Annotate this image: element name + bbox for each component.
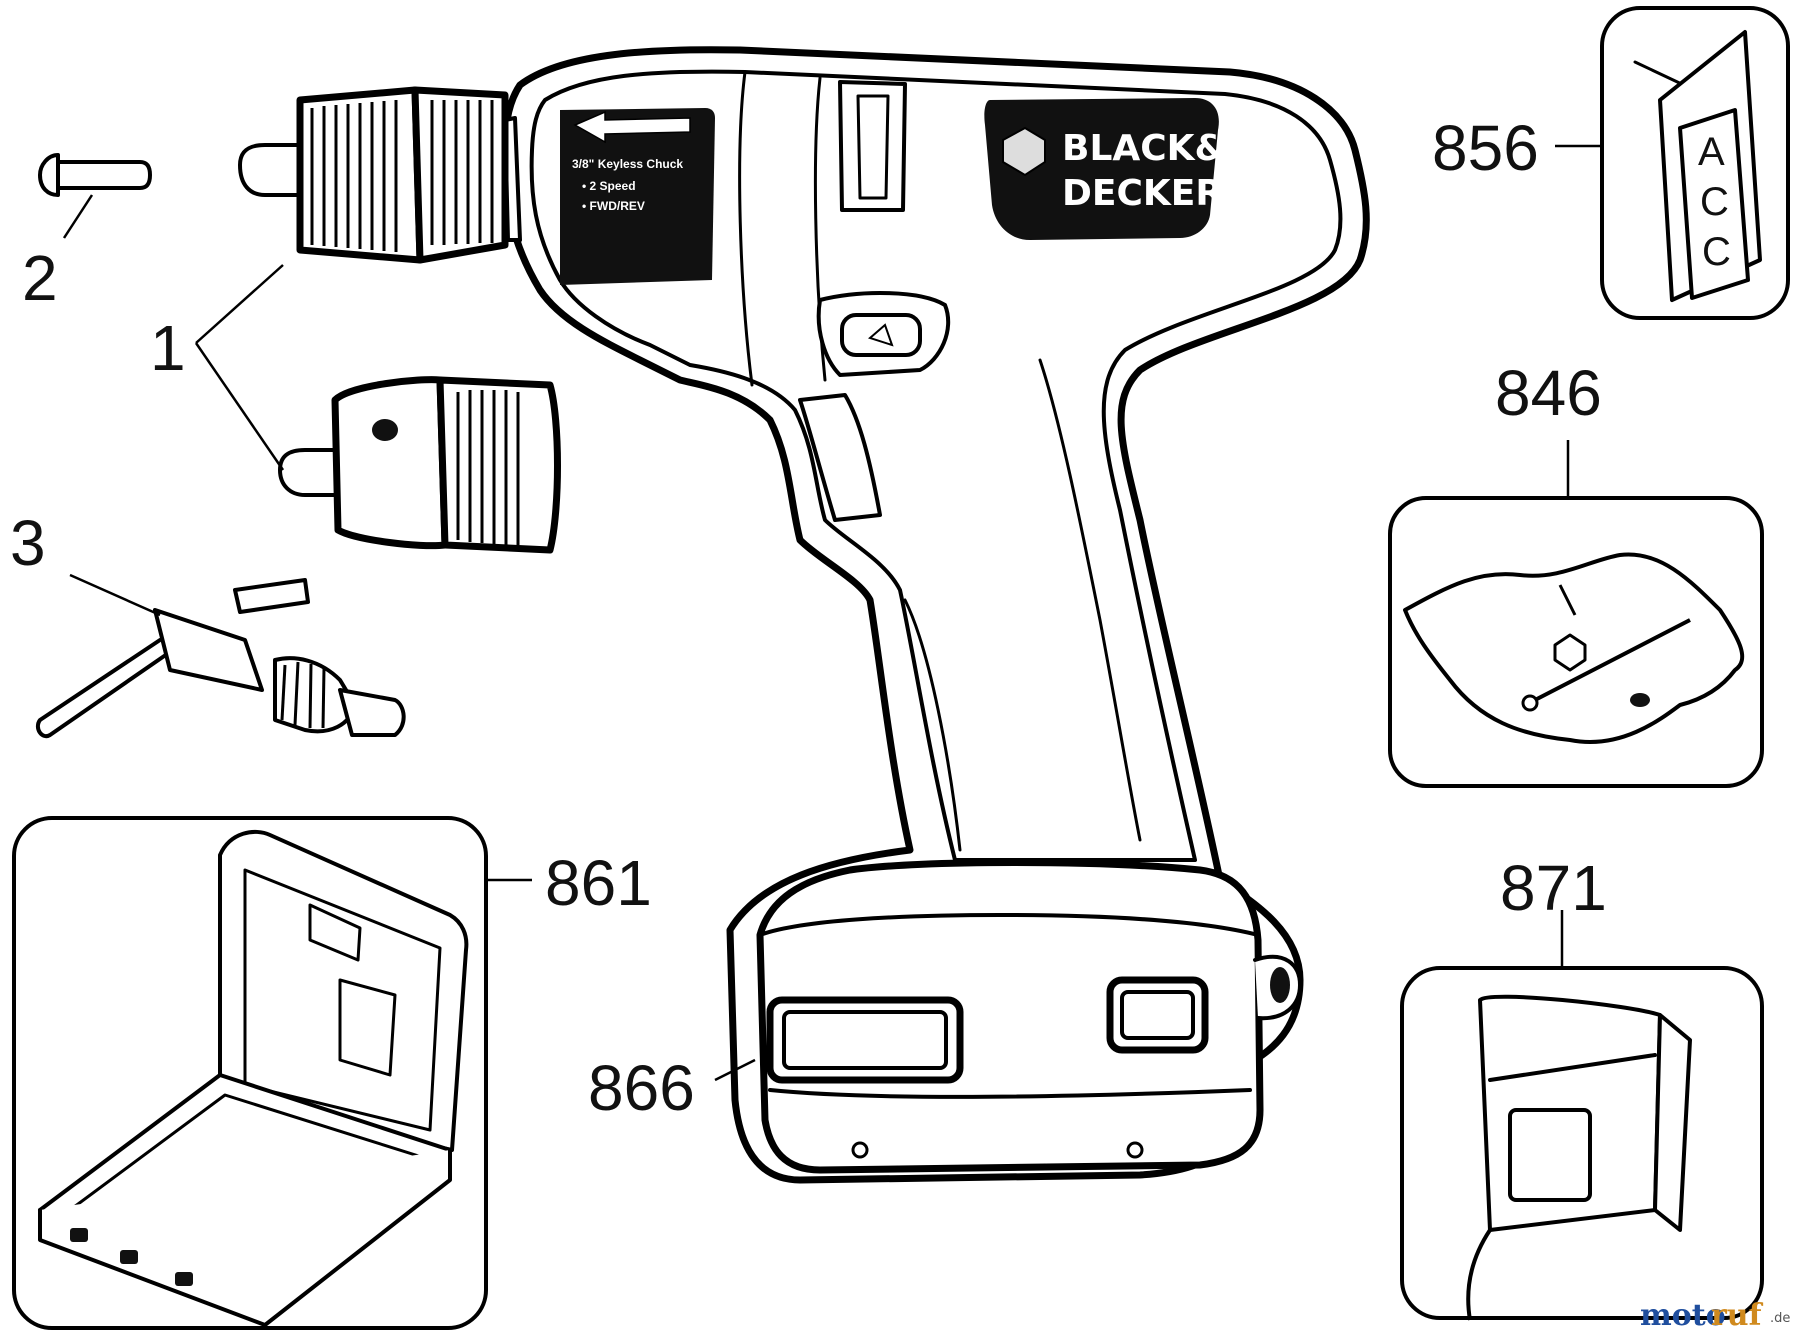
watermark-text-a: moto bbox=[1640, 1298, 1726, 1333]
decal-line-2: • 2 Speed bbox=[582, 179, 636, 193]
callout-871: 871 bbox=[1500, 852, 1607, 924]
watermark: moto ruf .de bbox=[1640, 1298, 1790, 1333]
decal-line-1: 3/8" Keyless Chuck bbox=[572, 157, 683, 171]
callout-1: 1 bbox=[150, 312, 186, 384]
watermark-text-b: ruf bbox=[1711, 1298, 1764, 1333]
hardware-bag-panel bbox=[1388, 496, 1764, 788]
tag-letter-c2: C bbox=[1702, 230, 1731, 274]
callout-2: 2 bbox=[22, 242, 58, 314]
callout-866: 866 bbox=[588, 1052, 695, 1124]
hexagon-logo-icon bbox=[1002, 126, 1046, 177]
brand-line-1: BLACK& bbox=[1062, 128, 1226, 169]
chuck-screw bbox=[38, 153, 152, 197]
registered-mark: ® bbox=[1210, 198, 1224, 214]
callout-861: 861 bbox=[545, 847, 652, 919]
chuck-key bbox=[35, 578, 406, 739]
charger-panel bbox=[1400, 966, 1764, 1321]
tag-letter-a: A bbox=[1698, 130, 1725, 174]
callout-856: 856 bbox=[1432, 112, 1539, 184]
decal-line-3: • FWD/REV bbox=[582, 199, 645, 213]
brand-plate bbox=[984, 98, 1219, 240]
keyed-chuck bbox=[278, 376, 561, 554]
brand-line-2: DECKER bbox=[1062, 173, 1223, 214]
keyless-chuck bbox=[238, 86, 509, 264]
tag-letter-c1: C bbox=[1700, 180, 1729, 224]
accessory-tag-panel: A C C bbox=[1600, 6, 1790, 320]
decal-panel bbox=[560, 108, 715, 285]
carry-case-panel bbox=[12, 816, 488, 1330]
watermark-suffix: .de bbox=[1770, 1311, 1790, 1326]
callout-846: 846 bbox=[1495, 357, 1602, 429]
battery-pack bbox=[756, 859, 1302, 1174]
callout-3: 3 bbox=[10, 507, 46, 579]
arrow-icon bbox=[573, 110, 691, 144]
leader-lines bbox=[62, 144, 1602, 1082]
